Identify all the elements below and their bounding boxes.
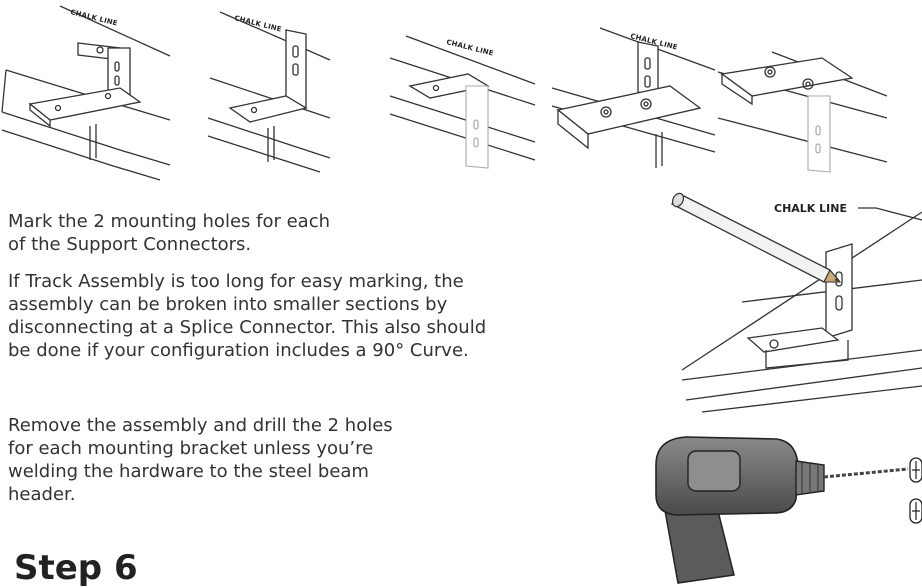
chalk-line-label: CHALK LINE [70, 8, 119, 27]
chalk-line-label: CHALK LINE [234, 14, 283, 33]
bracket-diagram-2: CHALK LINE [207, 11, 331, 173]
bracket-diagram-5: CHALK LINE [717, 51, 888, 173]
chalk-line-label: CHALK LINE [446, 38, 495, 57]
bracket-diagram-3: CHALK LINE [389, 35, 536, 169]
drill-illustration [655, 436, 922, 584]
bracket-diagram-1: CHALK LINE [1, 5, 171, 181]
pencil-marking-illustration: CHALK LINE [670, 192, 922, 413]
instruction-break-sections: If Track Assembly is too long for easy m… [8, 271, 487, 361]
bracket-diagram-4: CHALK LINE [551, 27, 716, 168]
chalk-line-callout: CHALK LINE [774, 202, 847, 215]
step-heading: Step 6 [14, 548, 138, 588]
instruction-mark-holes: Mark the 2 mounting holes for each of th… [8, 211, 330, 255]
instruction-drill-holes: Remove the assembly and drill the 2 hole… [8, 415, 393, 505]
